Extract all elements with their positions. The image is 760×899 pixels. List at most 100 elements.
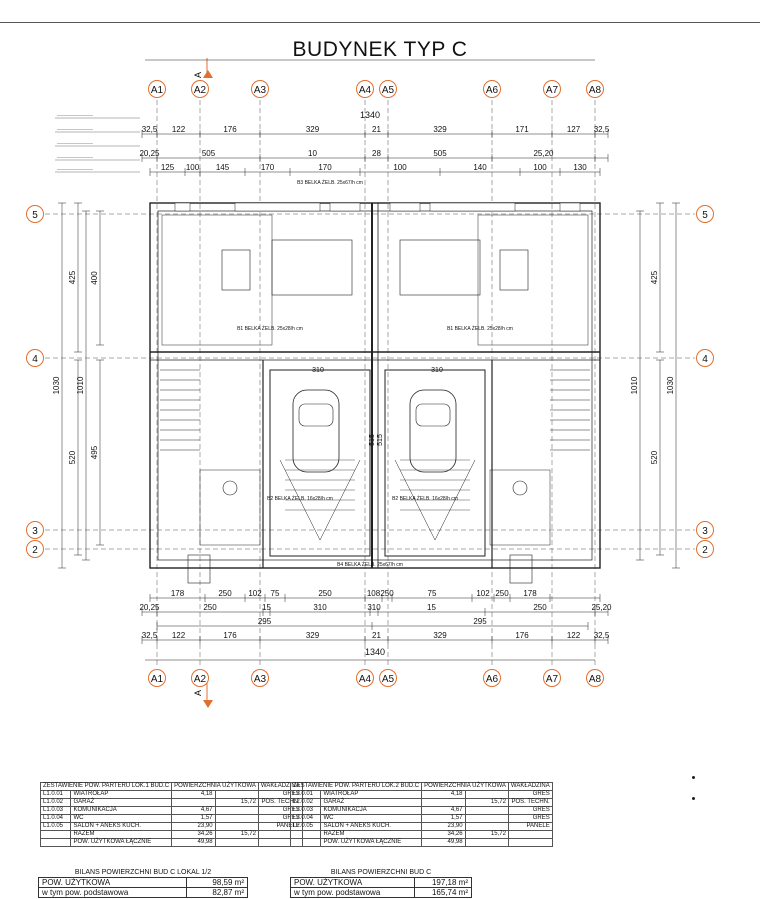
- table-cell: 49,98: [421, 838, 466, 847]
- dim-row-a-label: 32,5: [142, 125, 158, 134]
- dim-row-a-label: 32,5: [594, 125, 610, 134]
- garage-depth-left: 515: [369, 434, 376, 446]
- room-table-right-head: WAKŁADZINA: [507, 782, 553, 791]
- dim-bot-d-label: 176: [515, 631, 529, 640]
- grid-bubble-top-A7: A7: [546, 85, 559, 96]
- table-cell: WC: [320, 814, 423, 823]
- table-cell: SALON + ANEKS KUCH.: [70, 822, 173, 831]
- table-cell: [421, 798, 466, 807]
- grid-bubble-bottom-A8: A8: [589, 674, 602, 685]
- table-cell: 49,98: [171, 838, 216, 847]
- dim-right-c-label: 1010: [630, 376, 639, 394]
- dim-bot-b-label: 250: [203, 603, 217, 612]
- table-cell: 1,57: [421, 814, 466, 823]
- grid-bubble-bottom-A1: A1: [151, 674, 164, 685]
- table-cell: POW. UŻYTKOWA ŁĄCZNIE: [70, 838, 173, 847]
- table-cell: [39, 838, 72, 847]
- room-table-right-head: POWIERZCHNIA UŻYTKOWA: [421, 782, 509, 791]
- table-cell: 4,18: [171, 790, 216, 799]
- table-cell: [214, 814, 259, 823]
- table-cell: 15,72: [214, 798, 259, 807]
- table-cell: L2.0.02: [289, 798, 322, 807]
- dim-right-a-label: 425: [650, 270, 659, 284]
- table-cell: 1,57: [171, 814, 216, 823]
- dim-right-d-label: 520: [650, 450, 659, 464]
- window: [329, 202, 361, 212]
- summary-cell: POW. UŻYTKOWA: [290, 877, 415, 888]
- table-cell: [171, 798, 216, 807]
- table-cell: 4,18: [421, 790, 466, 799]
- table-cell: 34,26: [171, 830, 216, 839]
- dim-bot-a-label: 250: [380, 589, 394, 598]
- section-letter: A: [193, 72, 203, 78]
- grid-bubble-top-A4-circle: [356, 80, 374, 98]
- overall-dim: 1340: [360, 110, 380, 120]
- dim-bot-a-label: 178: [523, 589, 537, 598]
- table-cell: 15,72: [214, 830, 259, 839]
- dim-row-a-label: 122: [172, 125, 186, 134]
- table-cell: [289, 830, 322, 839]
- summary-cell: 82,87 m²: [185, 887, 249, 898]
- table-cell: RAZEM: [320, 830, 423, 839]
- beam-label-3: B2 BELKA ŻELB. 16x28/h cm: [267, 495, 333, 502]
- table-cell: L1.0.04: [39, 814, 72, 823]
- table-cell: WIATROŁAP: [320, 790, 423, 799]
- grid-bubble-left-2: 2: [32, 545, 38, 556]
- table-cell: L2.0.01: [289, 790, 322, 799]
- table-cell: PANELE: [507, 822, 553, 831]
- table-cell: L1.0.03: [39, 806, 72, 815]
- garage-left: [269, 369, 371, 557]
- wc-left: [199, 469, 261, 546]
- toilet-icon: [222, 480, 238, 496]
- grid-bubble-bottom-A3: A3: [254, 674, 267, 685]
- dim-row-b-label: 20,25: [139, 149, 160, 158]
- bullet-dot: [692, 776, 695, 779]
- drawing-title: BUDYNEK TYP C: [292, 38, 468, 61]
- table-cell: GRES: [507, 814, 553, 823]
- grid-bubble-right-5: 5: [702, 210, 708, 221]
- table-cell: 15,72: [464, 830, 509, 839]
- dim-bot-b-label: 310: [313, 603, 327, 612]
- table-cell: [464, 806, 509, 815]
- grid-bubble-bottom-A8-circle: [586, 669, 604, 687]
- table-cell: L2.0.03: [289, 806, 322, 815]
- dim-row-b-label: 505: [202, 149, 216, 158]
- grid-bubble-top-A6: A6: [486, 85, 499, 96]
- grid-bubble-bottom-A2: A2: [194, 674, 207, 685]
- dim-left-f-label: 495: [90, 445, 99, 459]
- grid-bubble-left-3-circle: [26, 521, 44, 539]
- grid-bubble-top-A3-circle: [251, 80, 269, 98]
- grid-bubble-left-4-circle: [26, 349, 44, 367]
- table-cell: L1.0.01: [39, 790, 72, 799]
- grid-bubble-right-2: 2: [702, 545, 708, 556]
- beam-label-2: B1 BELKA ŻELB. 25x28/h cm: [447, 325, 513, 332]
- dim-bot-c-label: 295: [258, 617, 272, 626]
- room-table-left-head: ZESTAWIENIE POW. PARTERU LOK.1 BUD.C: [39, 782, 173, 791]
- leader-note: —————————: [57, 140, 93, 145]
- section-arrow-icon: [203, 700, 213, 708]
- summary-cell: 197,18 m²: [413, 877, 473, 888]
- dim-row-a-label: 127: [567, 125, 581, 134]
- dim-bot-d-label: 176: [223, 631, 237, 640]
- dim-left-d-label: 1010: [76, 376, 85, 394]
- grid-bubble-bottom-A4: A4: [359, 674, 372, 685]
- window: [389, 202, 421, 212]
- window: [559, 202, 581, 212]
- summary-cell: 165,74 m²: [413, 887, 473, 898]
- grid-bubble-bottom-A4-circle: [356, 669, 374, 687]
- dim-bot-d-label: 329: [433, 631, 447, 640]
- dim-row-c-label: 140: [473, 163, 487, 172]
- dim-bot-a-label: 250: [318, 589, 332, 598]
- dim-bot-d-label: 32,5: [594, 631, 610, 640]
- grid-bubble-top-A4: A4: [359, 85, 372, 96]
- grid-bubble-bottom-A5: A5: [382, 674, 395, 685]
